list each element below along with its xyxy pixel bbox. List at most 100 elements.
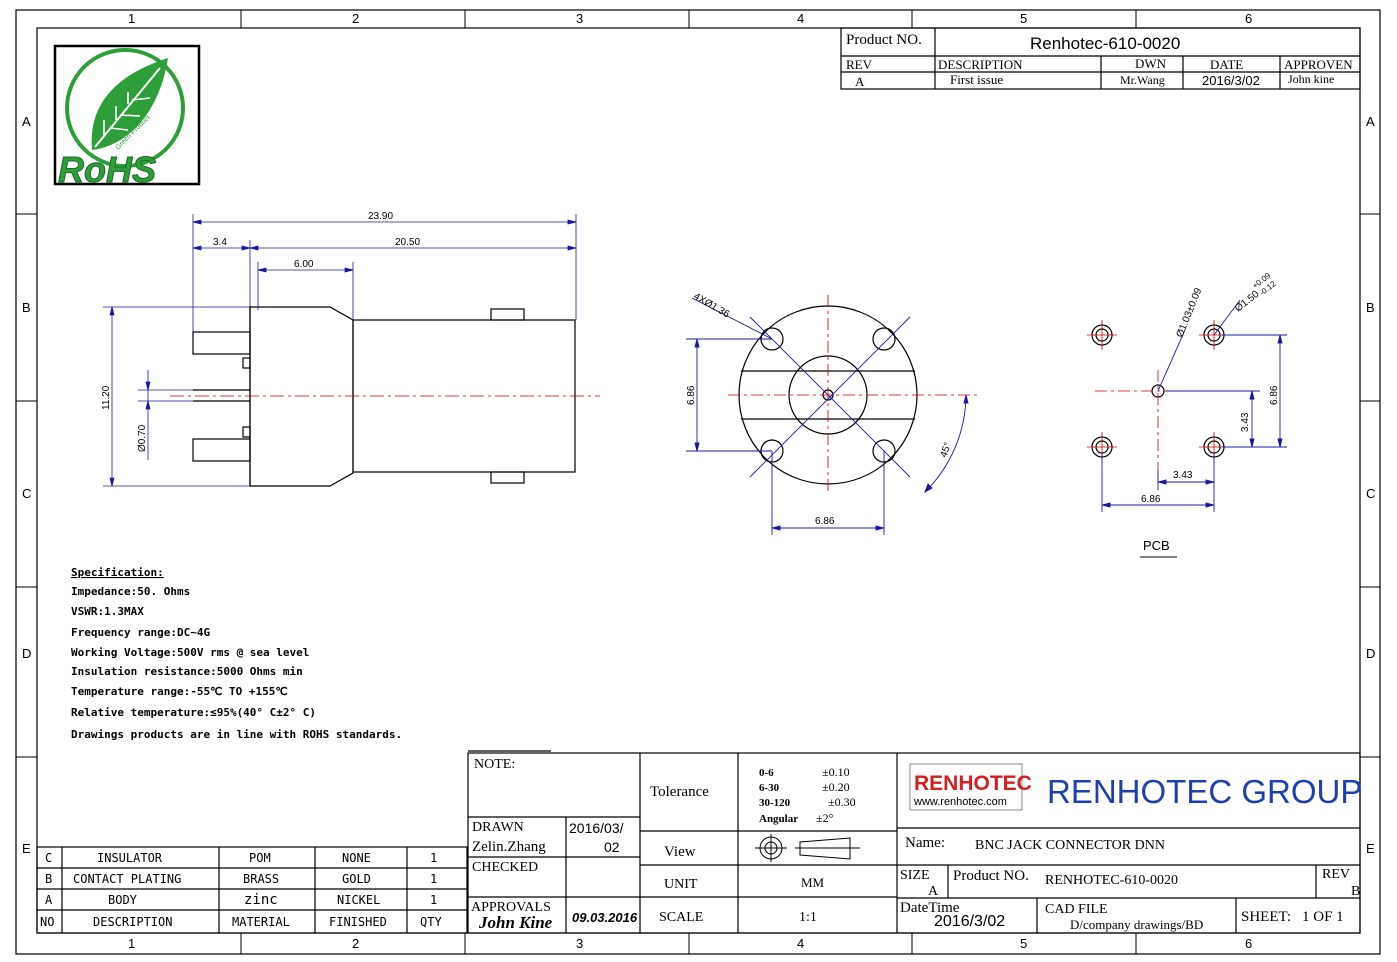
dim-front: 6.00	[294, 259, 314, 270]
tolerance-label: Tolerance	[650, 784, 709, 800]
tolerance-value: ±2°	[816, 811, 834, 825]
spec-line: Working Voltage:500V rms @ sea level	[71, 646, 309, 659]
dim-pcb-holes: Ø1.50	[1233, 289, 1262, 315]
top-dwn-header: DWN	[1135, 56, 1167, 71]
col-label: 4	[797, 11, 804, 26]
tolerance-range: 6-30	[759, 782, 780, 794]
dim-holes: 4XØ1.36	[692, 291, 732, 320]
spec-title: Specification:	[71, 566, 164, 579]
col-label: 4	[797, 936, 804, 951]
approvals-label: APPROVALS	[471, 900, 551, 915]
bom-qty: 1	[430, 893, 437, 907]
border-ticks	[16, 10, 1380, 954]
dim-pcb-half-w: 3.43	[1173, 470, 1193, 481]
bom-no: A	[45, 893, 53, 907]
product-no-label: Product NO.	[953, 868, 1029, 884]
rohs-text: RoHS	[58, 149, 156, 190]
bom-no: C	[45, 851, 52, 865]
unit-value: MM	[801, 875, 825, 890]
spec-line: Relative temperature:≤95%(40° C±2° C)	[71, 706, 316, 719]
row-label: A	[1366, 114, 1375, 129]
datetime-label: DateTime	[900, 900, 960, 916]
top-date-value: 2016/3/02	[1202, 73, 1260, 88]
dim-overall: 23.90	[368, 211, 393, 222]
top-product-no-label: Product NO.	[846, 32, 922, 48]
top-rev-value: A	[855, 74, 865, 89]
name-value: BNC JACK CONNECTOR DNN	[975, 838, 1165, 853]
bom-material: BRASS	[243, 872, 279, 886]
pcb-title: PCB	[1143, 538, 1170, 553]
row-label: B	[1366, 300, 1375, 315]
bom-qty: 1	[430, 851, 437, 865]
company-logo-text: RENHOTEC	[914, 772, 1032, 795]
col-label: 6	[1245, 936, 1252, 951]
row-label: B	[22, 300, 31, 315]
view-label: View	[664, 844, 696, 860]
bom-qty: 1	[430, 872, 437, 886]
col-label: 3	[576, 936, 583, 951]
row-label: D	[1366, 646, 1375, 661]
dim-height: 11.20	[101, 385, 112, 410]
dim-pcb-width: 6.86	[1141, 494, 1161, 505]
company-logo: RENHOTEC www.renhotec.com	[909, 763, 1032, 811]
col-label: 5	[1020, 11, 1027, 26]
top-approven-header: APPROVEN	[1284, 57, 1353, 72]
side-view: 23.90 3.4 20.50 6.00 11.20 Ø0.70	[101, 211, 600, 487]
top-product-no: Renhotec-610-0020	[1030, 34, 1180, 53]
cad-value: D/company drawings/BD	[1070, 917, 1203, 932]
drawn-name: Zelin.Zhang	[472, 839, 546, 855]
col-label: 2	[352, 936, 359, 951]
row-label: E	[22, 841, 31, 856]
bom-no: B	[45, 872, 52, 886]
bom-material: zinc	[244, 892, 278, 908]
company-name: RENHOTEC GROUP	[1047, 773, 1362, 810]
spec-line: Insulation resistance:5000 Ohms min	[71, 665, 303, 678]
row-label: E	[1366, 841, 1375, 856]
top-date-header: DATE	[1210, 57, 1243, 72]
top-rev-header: REV	[846, 57, 873, 72]
size-value: A	[928, 884, 939, 899]
border-labels: 1 2 3 4 5 6 1 2 3 4 5 6 A B C D E A B C …	[22, 11, 1375, 951]
row-label: D	[22, 646, 31, 661]
name-label: Name:	[905, 835, 945, 851]
col-label: 5	[1020, 936, 1027, 951]
approvals-date: 09.03.2016	[572, 910, 638, 925]
approvals-signature: John Kine	[478, 913, 553, 932]
top-approven-value: John kine	[1288, 72, 1334, 86]
sheet-label: SHEET:	[1241, 909, 1291, 925]
bom-description: CONTACT PLATING	[73, 872, 181, 886]
col-label: 1	[128, 11, 135, 26]
dim-pcb-height: 6.86	[1269, 385, 1280, 405]
col-label: 3	[576, 11, 583, 26]
tolerance-value: ±0.30	[828, 795, 856, 809]
spec-line: Frequency range:DC~4G	[71, 626, 210, 639]
note-label: NOTE:	[474, 757, 515, 772]
outer-border	[15, 9, 1381, 955]
unit-label: UNIT	[664, 877, 698, 892]
checked-label: CHECKED	[472, 860, 538, 875]
projection-symbol-icon	[755, 834, 860, 862]
tolerance-range: Angular	[759, 813, 798, 825]
scale-value: 1:1	[799, 910, 817, 925]
top-description-header: DESCRIPTION	[938, 57, 1023, 72]
dim-pin: Ø0.70	[137, 424, 148, 452]
tolerance-value: ±0.10	[822, 765, 850, 779]
bom-table	[36, 846, 468, 934]
company-url: www.renhotec.com	[913, 796, 1007, 808]
rev-value: B	[1351, 884, 1360, 899]
dim-pcb-center-hole: Ø1.03±0.09	[1175, 286, 1205, 339]
scale-label: SCALE	[659, 910, 703, 925]
sheet-value: 1 OF 1	[1302, 909, 1344, 925]
pcb-view: Ø1.03±0.09 Ø1.50 +0.09 -0.12 6.86 3.43 3…	[1087, 271, 1287, 558]
dim-angle: 45°	[938, 441, 954, 459]
bom-header-finished: FINISHED	[329, 915, 387, 929]
spec-line: Impedance:50. Ohms	[71, 585, 190, 598]
col-label: 2	[352, 11, 359, 26]
bom-finished: NICKEL	[337, 893, 380, 907]
dim-front-width: 6.86	[815, 516, 835, 527]
bom-header-material: MATERIAL	[232, 915, 290, 929]
drawn-label: DRAWN	[472, 820, 524, 835]
col-label: 6	[1245, 11, 1252, 26]
top-title-block	[840, 27, 1361, 90]
